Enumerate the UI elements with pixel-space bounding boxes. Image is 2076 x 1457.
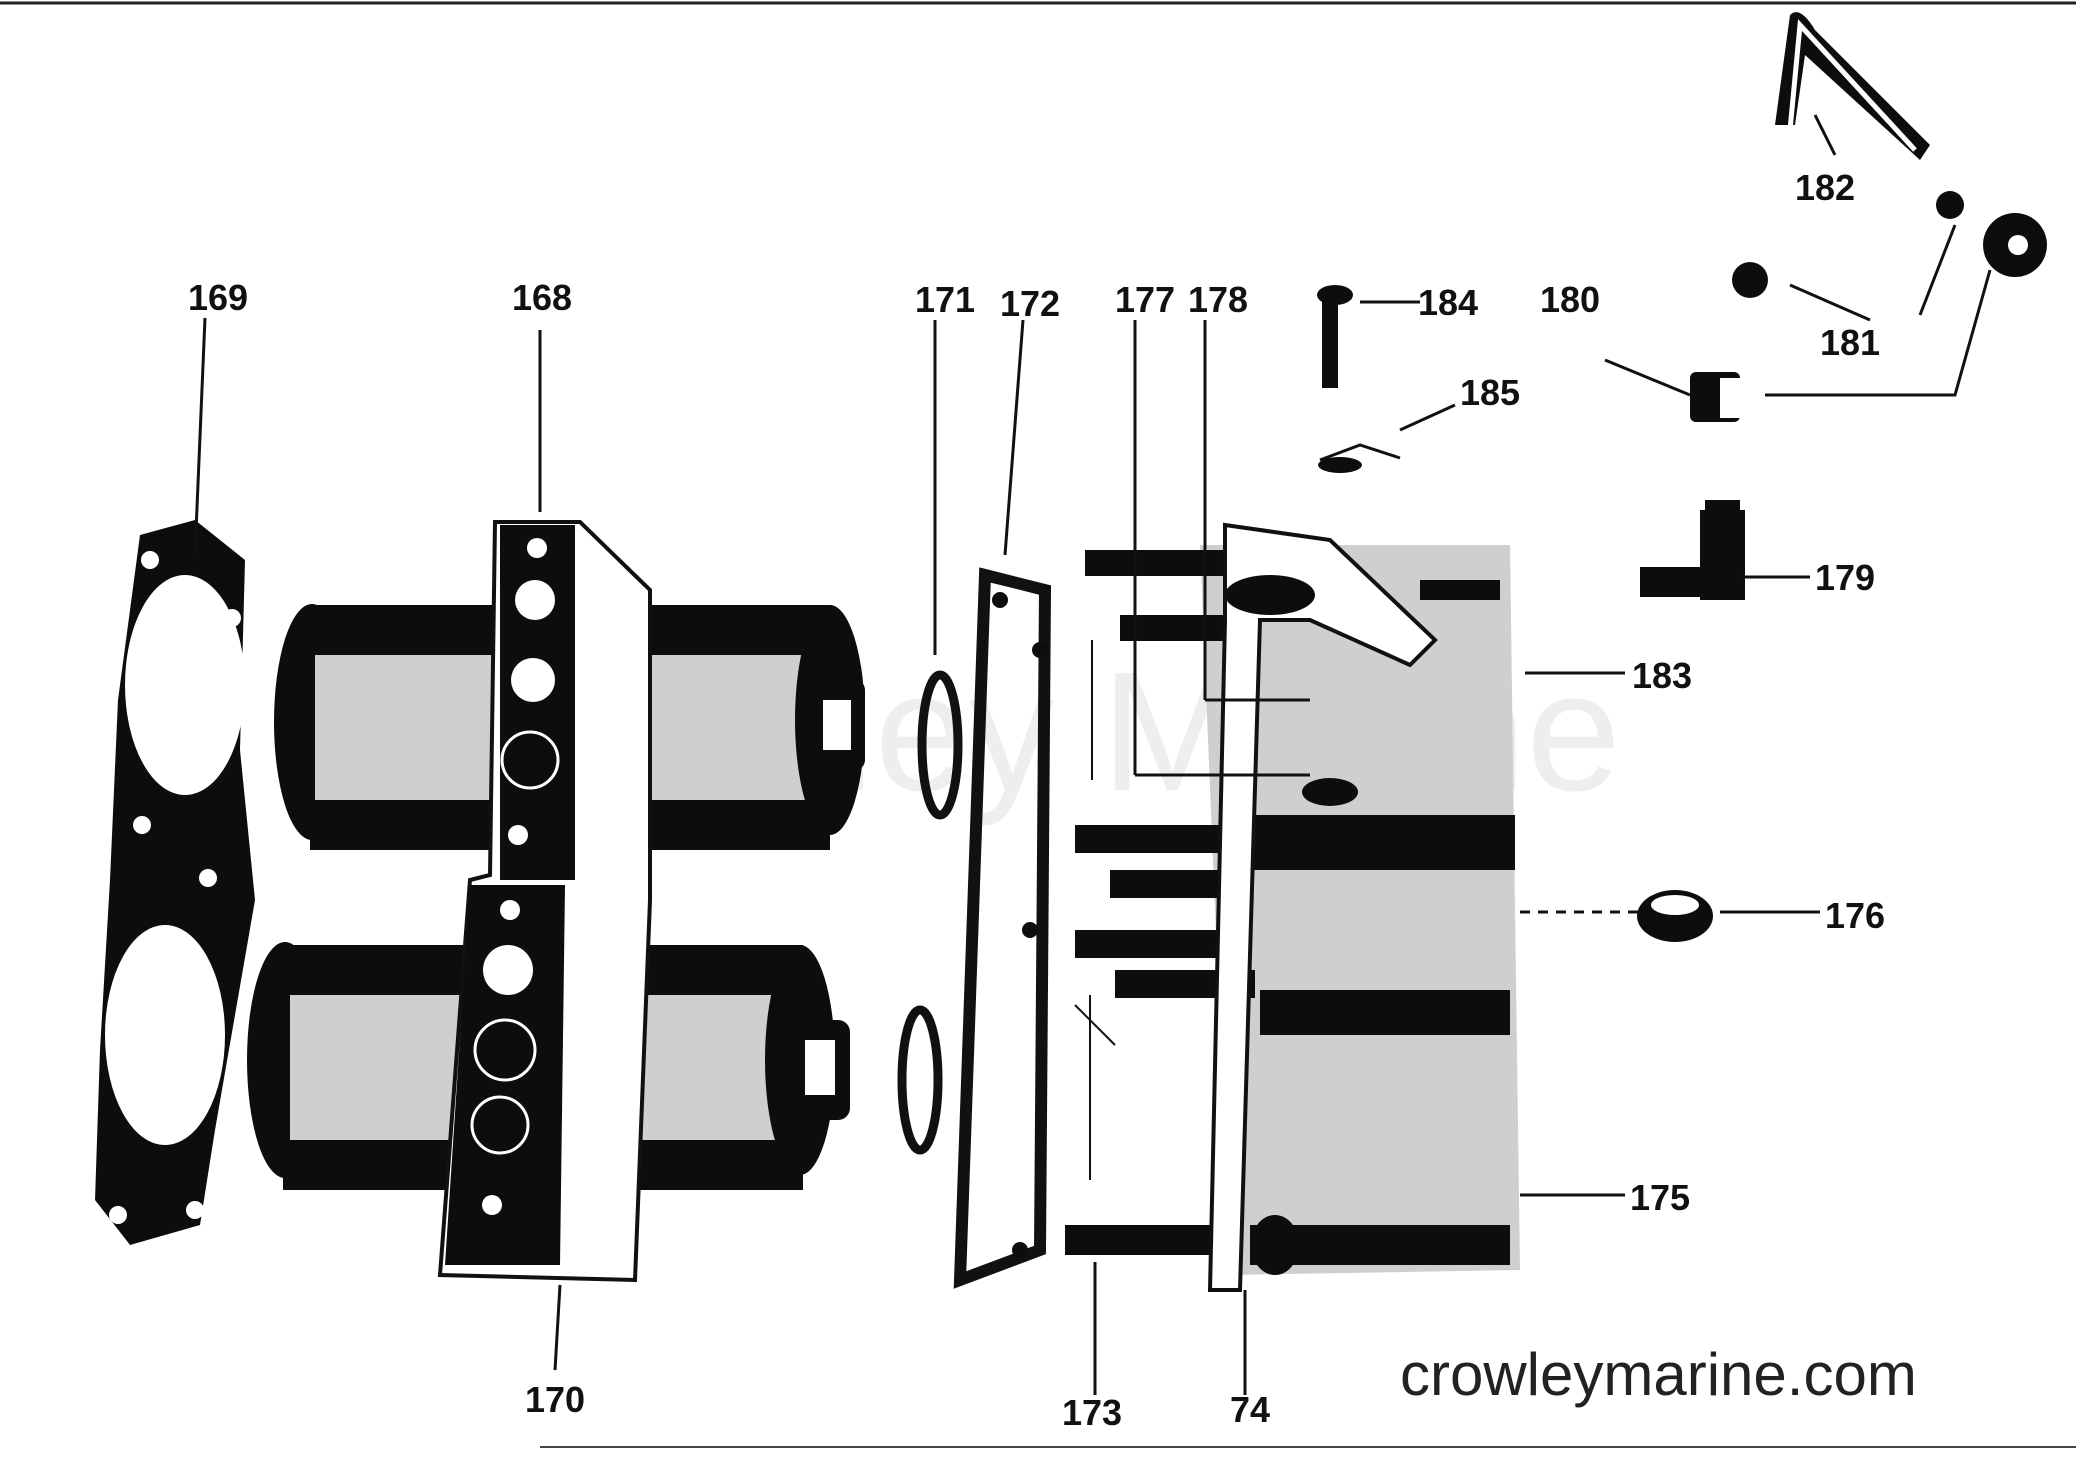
label-170: 170 xyxy=(525,1379,585,1420)
label-74: 74 xyxy=(1230,1389,1270,1430)
part-185-clip xyxy=(1318,443,1401,473)
label-177: 177 xyxy=(1115,279,1175,320)
label-178: 178 xyxy=(1188,279,1248,320)
part-175-cover-assembly xyxy=(1065,522,1520,1292)
part-184-screw xyxy=(1317,285,1353,388)
part-168-cylinder-block xyxy=(247,520,865,1283)
label-173: 173 xyxy=(1062,1392,1122,1433)
label-171: 171 xyxy=(915,279,975,320)
label-183: 183 xyxy=(1632,655,1692,696)
callout-labels: 169 168 171 172 177 178 184 180 181 182 … xyxy=(188,167,1885,1433)
part-172-cover-gasket xyxy=(953,567,1052,1289)
label-176: 176 xyxy=(1825,895,1885,936)
part-180-fitting xyxy=(1690,372,1765,422)
site-watermark: crowleymarine.com xyxy=(1400,1341,1917,1408)
part-179-elbow xyxy=(1640,500,1745,600)
label-181: 181 xyxy=(1820,322,1880,363)
label-180: 180 xyxy=(1540,279,1600,320)
label-182: 182 xyxy=(1795,167,1855,208)
label-175: 175 xyxy=(1630,1177,1690,1218)
label-172: 172 xyxy=(1000,283,1060,324)
leader-lines xyxy=(193,114,1992,1395)
label-169: 169 xyxy=(188,277,248,318)
part-171-seal-rings xyxy=(897,670,963,1155)
part-182-hose xyxy=(1775,12,1930,161)
label-168: 168 xyxy=(512,277,572,318)
label-179: 179 xyxy=(1815,557,1875,598)
part-181-nuts xyxy=(1732,191,2047,298)
label-185: 185 xyxy=(1460,372,1520,413)
part-169-gasket xyxy=(95,520,255,1245)
label-184: 184 xyxy=(1418,282,1478,323)
part-176-plug xyxy=(1637,890,1713,942)
